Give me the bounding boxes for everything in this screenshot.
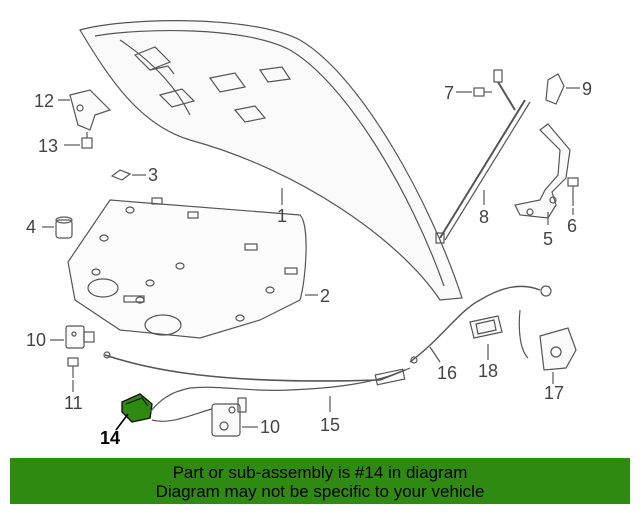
callout-10-right[interactable]: 10 bbox=[260, 417, 281, 437]
callout-7[interactable]: 7 bbox=[444, 83, 455, 103]
callout-3[interactable]: 3 bbox=[148, 165, 159, 185]
bezel-part-18 bbox=[469, 315, 503, 339]
callout-17[interactable]: 17 bbox=[544, 383, 565, 403]
callout-11[interactable]: 11 bbox=[64, 393, 83, 413]
info-banner: Part or sub-assembly is #14 in diagram D… bbox=[10, 458, 630, 504]
callout-4[interactable]: 4 bbox=[26, 217, 37, 237]
banner-line-2: Diagram may not be specific to your vehi… bbox=[155, 482, 485, 501]
catch-part-10-left bbox=[65, 325, 95, 349]
release-handle-part-14[interactable] bbox=[121, 393, 153, 423]
screw-part-11 bbox=[67, 357, 79, 378]
callout-18[interactable]: 18 bbox=[478, 361, 499, 381]
callout-13[interactable]: 13 bbox=[38, 136, 59, 156]
bolt-part-13 bbox=[81, 132, 93, 149]
bolt-part-6 bbox=[567, 177, 579, 206]
callout-6[interactable]: 6 bbox=[567, 216, 578, 236]
bolt-part-7 bbox=[473, 87, 492, 97]
hood-hinge bbox=[514, 123, 571, 219]
callout-16[interactable]: 16 bbox=[437, 363, 458, 383]
latch-part-17 bbox=[539, 327, 577, 371]
callout-15[interactable]: 15 bbox=[320, 415, 341, 435]
secondary-cable bbox=[409, 285, 552, 364]
hood-insulator bbox=[67, 197, 307, 339]
callout-2[interactable]: 2 bbox=[320, 286, 331, 306]
hood-panel bbox=[79, 20, 463, 301]
callout-10-left[interactable]: 10 bbox=[26, 330, 47, 350]
banner-line-1: Part or sub-assembly is #14 in diagram bbox=[172, 463, 468, 482]
callout-5[interactable]: 5 bbox=[543, 229, 554, 249]
callout-12[interactable]: 12 bbox=[34, 91, 55, 111]
callout-1[interactable]: 1 bbox=[277, 206, 288, 226]
hinge-part-12 bbox=[69, 89, 112, 131]
bumper-part-4 bbox=[55, 216, 73, 239]
leader-16 bbox=[429, 346, 441, 363]
callout-14[interactable]: 14 bbox=[100, 428, 121, 448]
parts-diagram bbox=[42, 20, 580, 437]
latch-part-10-right bbox=[211, 397, 247, 437]
release-cable bbox=[103, 351, 411, 422]
leader-14 bbox=[115, 413, 129, 431]
bracket-part-9 bbox=[545, 73, 565, 105]
gas-strut bbox=[435, 69, 531, 244]
clip-part-3 bbox=[110, 169, 132, 181]
callout-8[interactable]: 8 bbox=[479, 207, 490, 227]
callout-9[interactable]: 9 bbox=[582, 79, 593, 99]
